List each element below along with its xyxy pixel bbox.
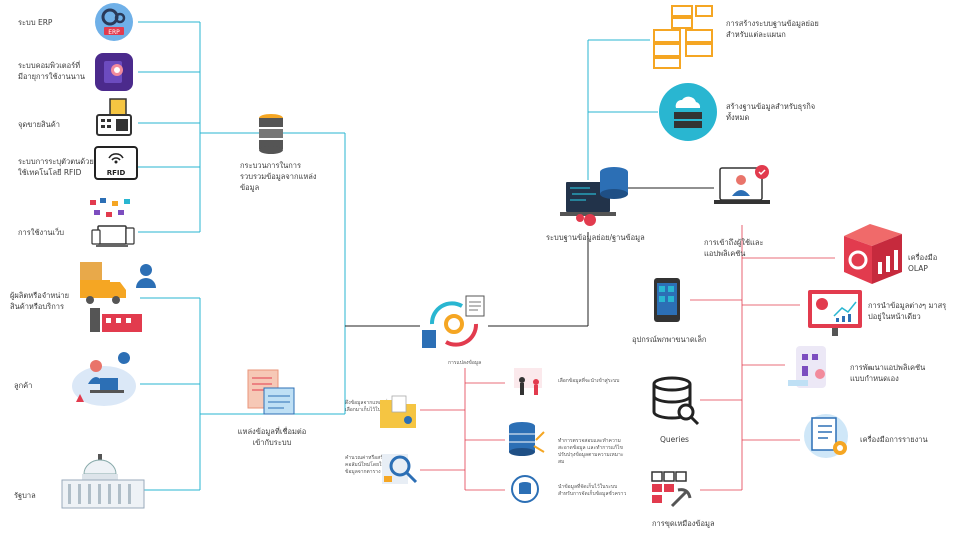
rfid-icon: RFID [94, 146, 138, 180]
processing-left-item-2: คำนวณค่าหรือสร้างคอลัมน์ใหม่โดยใช้ข้อมูล… [345, 455, 389, 475]
source-label-erp: ระบบ ERP [18, 18, 53, 27]
folder-icon [380, 395, 416, 428]
query-search-icon [652, 376, 700, 426]
user-laptop-icon [714, 165, 770, 204]
customer-icon [72, 352, 136, 406]
processing-title: การแปลงข้อมูล [448, 360, 482, 366]
data-mining-icon [651, 471, 692, 508]
source-label-government: รัฐบาล [14, 491, 36, 500]
olap-cube-icon [844, 224, 902, 284]
database-stack-icon [259, 114, 283, 154]
external-sources-label: แหล่งข้อมูลที่เชื่อมต่อเข้ากับระบบ [237, 427, 307, 447]
dashboard-icon [808, 290, 862, 336]
source-label-legacy: ระบบคอมพิวเตอร์ที่มีอายุการใช้งานนาน [18, 61, 86, 81]
supplier-truck-icon [80, 262, 156, 332]
processing-left-item-1: ดึงข้อมูลจากแหล่งที่เลือกมาเก็บไว้ในระบบ [345, 400, 393, 413]
database-clean-icon [509, 422, 545, 456]
data-warehouse-icon [560, 167, 628, 226]
dashboard-label: การนำข้อมูลต่างๆ มาสรุปอยู่ในหน้าเดียว [868, 301, 947, 321]
mining-label: การขุดเหมืองข้อมูล [652, 519, 715, 528]
queries-label: Queries [660, 435, 689, 444]
svg-text:ERP: ERP [108, 29, 120, 36]
legacy-computer-icon [95, 53, 133, 91]
source-label-rfid: ระบบการระบุตัวตนด้วยใช้เทคโนโลยี RFID [18, 157, 94, 177]
source-label-pos: จุดขายสินค้า [18, 120, 60, 129]
processing-right-item-2: ทำการตรวจสอบและทำความสะอาดข้อมูล และทำกา… [558, 438, 624, 465]
olap-tool-label: เครื่องมือ OLAP [908, 253, 938, 273]
erp-gear-icon: ERP [95, 3, 133, 41]
processing-right-item-1: เลือกข้อมูลที่จะนำเข้าสู่ระบบ [558, 378, 620, 384]
server-rack-icon [653, 5, 713, 69]
source-label-supplier: ผู้ผลิตหรือจำหน่ายสินค้าหรือบริการ [10, 291, 70, 311]
access-label: การเข้าถึงผู้ใช้และแอปพลิเคชัน [704, 238, 764, 258]
source-label-web: การใช้งานเว็บ [18, 228, 65, 237]
report-tool-label: เครื่องมือการรายงาน [860, 435, 928, 444]
collect-process-label: กระบวนการในการรวบรวมข้อมูลจากแหล่งข้อมูล [240, 161, 317, 192]
database-sync-icon [511, 475, 539, 503]
report-icon [804, 414, 848, 458]
etl-cycle-icon [422, 295, 485, 348]
custom-app-label: การพัฒนาแอปพลิเคชันแบบกำหนดเอง [850, 363, 926, 383]
svg-text:RFID: RFID [107, 169, 126, 177]
warehouse-label: ระบบฐานข้อมูลย่อย/ฐานข้อมูล [546, 233, 645, 242]
cash-register-icon [96, 98, 132, 136]
processing-right-item-3: นำข้อมูลที่จัดเก็บไว้ในระบบสำหรับการจัดเ… [558, 484, 627, 497]
web-devices-icon [90, 198, 135, 247]
government-building-icon [61, 454, 145, 509]
enterprise-warehouse-label: สร้างฐานข้อมูลสำหรับธุรกิจทั้งหมด [726, 102, 816, 122]
search-data-icon [382, 454, 418, 484]
mobile-device-icon [654, 278, 680, 322]
devices-label: อุปกรณ์พกพาขนาดเล็ก [632, 335, 707, 344]
source-label-customer: ลูกค้า [14, 381, 33, 390]
cloud-server-icon [659, 83, 717, 141]
select-data-icon [514, 368, 542, 395]
departmental-mart-label: การสร้างระบบฐานข้อมูลย่อยสำหรับแต่ละแผนก [726, 19, 819, 39]
custom-app-icon [788, 346, 826, 388]
documents-icon [247, 369, 295, 415]
